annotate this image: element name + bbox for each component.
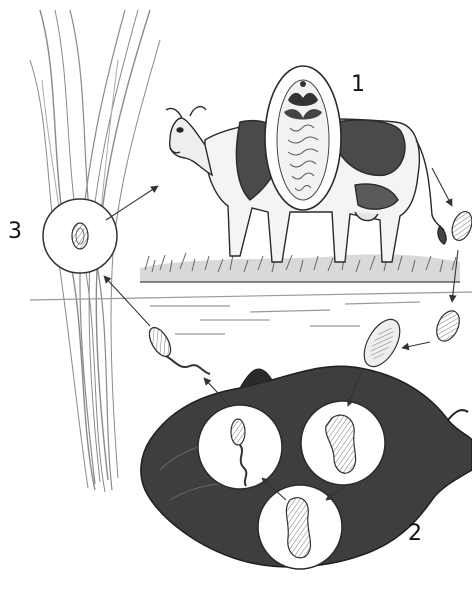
grass-ground (140, 253, 460, 282)
stage-3-circle (43, 199, 117, 273)
stage-label-3: 3 (8, 221, 22, 243)
stage-label-1: 1 (351, 74, 365, 96)
stage-1-adult-fluke (265, 66, 341, 210)
stage-2-redia-circle (198, 405, 282, 489)
miracidium (357, 313, 407, 372)
stage-2-sporocyst-circle (301, 401, 385, 485)
stage-label-2: 2 (408, 523, 422, 545)
cercaria-free (145, 324, 210, 374)
